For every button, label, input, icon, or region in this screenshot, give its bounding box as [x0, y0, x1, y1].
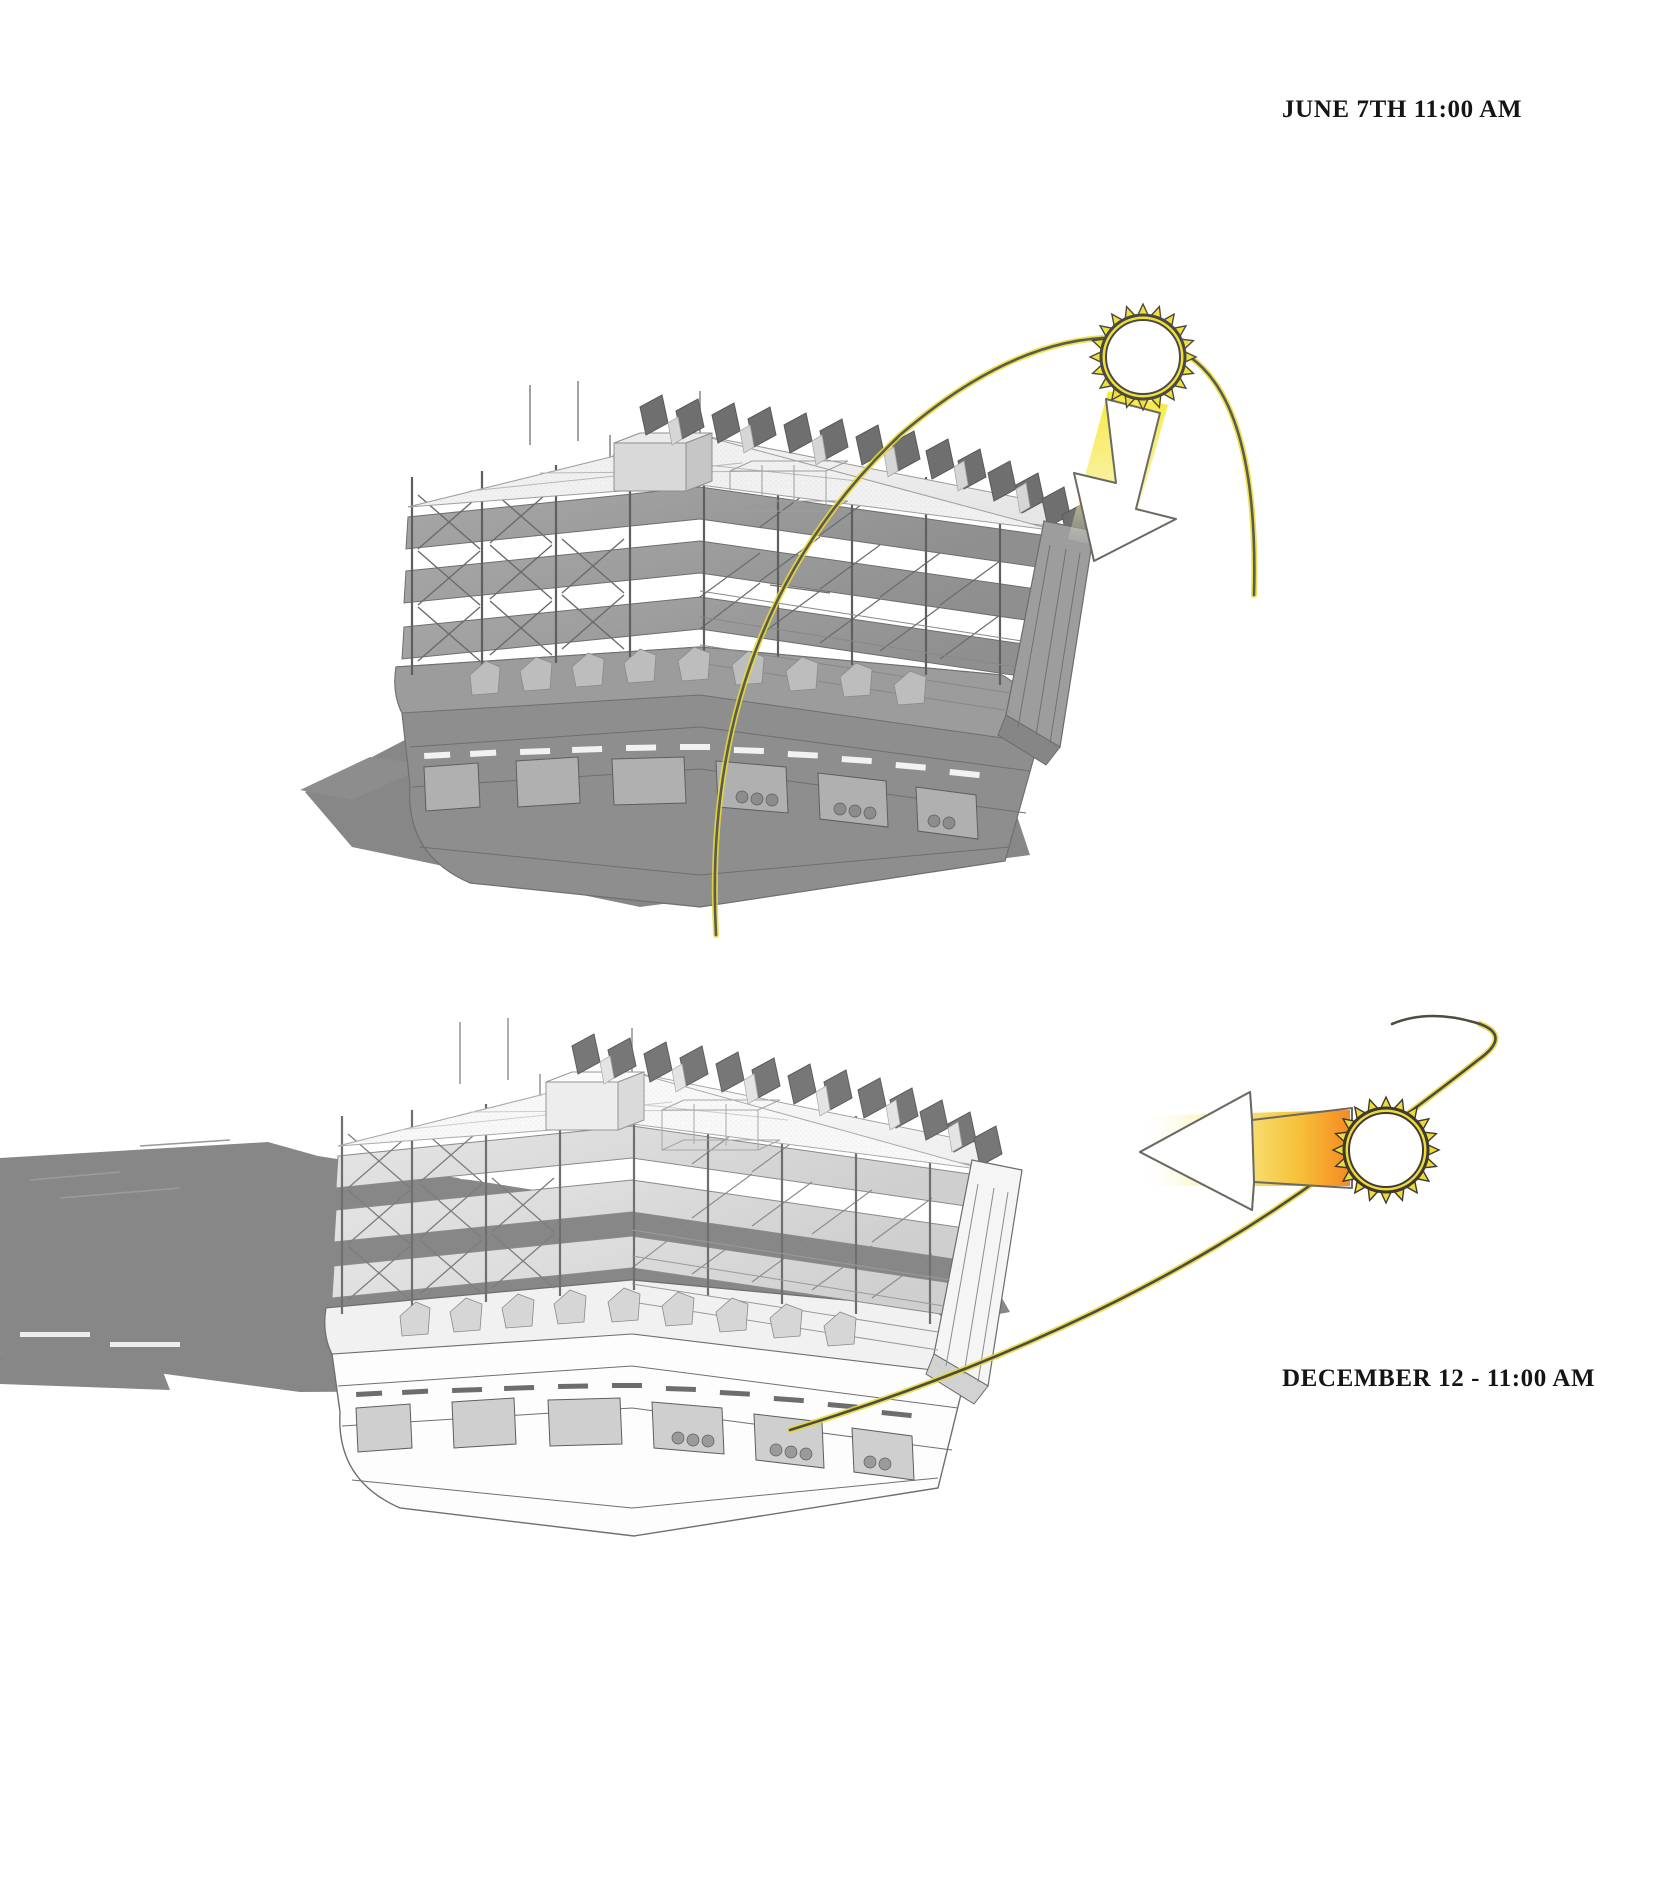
december-structural-frame	[331, 1018, 985, 1324]
december-roof-fins	[571, 1033, 1003, 1167]
december-vehicle-silhouettes	[399, 1287, 857, 1347]
june-roof-fins	[639, 394, 1091, 544]
december-ground-shadow	[0, 1139, 1010, 1392]
december-canopy-wing	[925, 1159, 1023, 1405]
december-sun-beam	[1140, 1110, 1350, 1186]
december-deck-ramps	[631, 1229, 951, 1351]
june-roof	[407, 432, 1059, 532]
december-direction-arrow	[1139, 1091, 1353, 1211]
june-sun-beam	[1068, 391, 1168, 553]
december-diagram-canvas	[0, 1014, 1499, 1537]
december-sun-icon	[1331, 1095, 1441, 1205]
sun-study-june: JUNE 7TH 11:00 AM	[0, 0, 1656, 938]
december-study-label: DECEMBER 12 - 11:00 AM	[1282, 1365, 1596, 1392]
sun-study-december: DECEMBER 12 - 11:00 AM	[0, 640, 1656, 1537]
june-sun-icon	[1088, 302, 1198, 412]
sun-study-sheet: JUNE 7TH 11:00 AM	[0, 0, 1656, 1537]
december-podium	[324, 1279, 968, 1537]
december-roof	[337, 1071, 987, 1171]
june-direction-arrow	[1073, 398, 1177, 562]
june-study-label: JUNE 7TH 11:00 AM	[1282, 96, 1523, 123]
